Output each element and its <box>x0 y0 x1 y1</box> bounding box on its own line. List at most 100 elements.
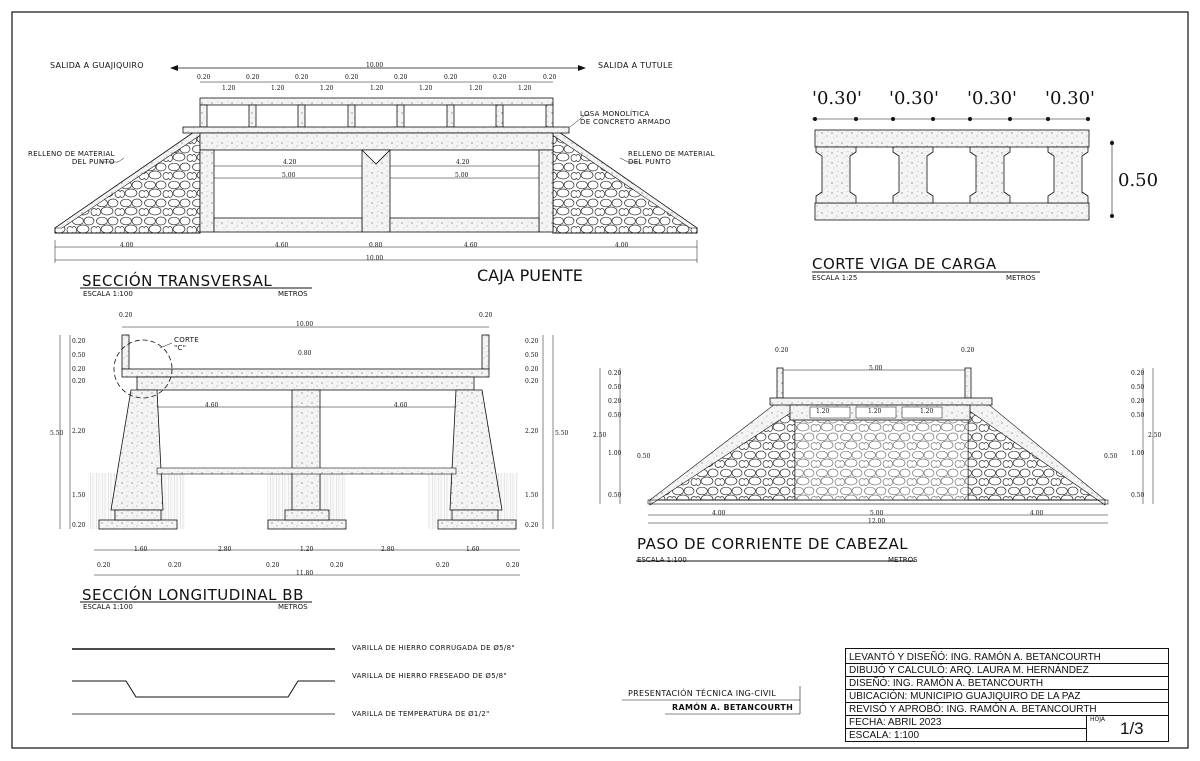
title-block: LEVANTÓ Y DISEÑÓ: ING. RAMÓN A. BETANCOU… <box>845 648 1169 742</box>
cab-dim-top: 5.00 <box>869 365 883 372</box>
cab-bot-2: 5.00 <box>870 510 884 517</box>
dim-rail-5: 0.20 <box>394 74 408 81</box>
cab-left-d1: 0.20 <box>608 370 622 377</box>
long-right-d5: 2.20 <box>525 428 539 435</box>
long-left-d6: 1.50 <box>72 492 86 499</box>
dim-rail-3: 0.20 <box>295 74 309 81</box>
cab-dim-cell-2: 1.20 <box>868 408 882 415</box>
presentation-line1: PRESENTACIÓN TÉCNICA ING-CIVIL <box>628 689 777 698</box>
long-right-d7: 0.20 <box>525 522 539 529</box>
long-bot-1: 1.60 <box>134 546 148 553</box>
cab-left-d7: 0.50 <box>637 453 651 460</box>
legend-lines <box>72 648 335 715</box>
presentation-line2: RAMÓN A. BETANCOURTH <box>672 703 794 712</box>
long-bot-d: 0.20 <box>330 562 344 569</box>
dim-bottom-2: 4.60 <box>275 242 289 249</box>
dim-inner-2: 4.20 <box>456 159 470 166</box>
corte-viga-drawing <box>812 117 1114 273</box>
tb-ubicacion: UBICACIÓN: MUNICIPIO GUAJIQUIRO DE LA PA… <box>846 690 1168 703</box>
transversal-scale: ESCALA 1:100 <box>83 290 133 298</box>
cab-dim-rail-r: 0.20 <box>961 347 975 354</box>
cab-right-d5: 1.00 <box>1131 450 1145 457</box>
cab-left-d4: 0.50 <box>608 412 622 419</box>
viga-scale: ESCALA 1:25 <box>812 274 858 282</box>
cabezal-scale: ESCALA 1:100 <box>637 556 687 564</box>
long-dim-rail-r: 0.20 <box>479 312 493 319</box>
dim-bottom-total: 10.00 <box>366 255 384 262</box>
cab-left-d2: 0.50 <box>608 384 622 391</box>
long-bot-f: 0.20 <box>506 562 520 569</box>
dim-bottom-3: 0.80 <box>369 242 383 249</box>
dim-rail-4: 0.20 <box>345 74 359 81</box>
dim-rail-6: 0.20 <box>444 74 458 81</box>
exit-right-label: SALIDA A TUTULE <box>598 61 674 70</box>
fill-left-label: RELLENO DE MATERIAL DEL PUNTO <box>28 150 115 166</box>
cabezal-drawing <box>599 367 1154 562</box>
dim-rail-1: 0.20 <box>197 74 211 81</box>
tb-hoja: 1/3 <box>1120 719 1144 738</box>
long-dim-span-1: 4.60 <box>205 402 219 409</box>
dim-gap-6: 1.20 <box>469 85 483 92</box>
long-left-d5: 2.20 <box>72 428 86 435</box>
cab-right-d4: 0.50 <box>1131 412 1145 419</box>
dim-rail-8: 0.20 <box>543 74 557 81</box>
tb-escala: ESCALA: 1:100 <box>849 730 920 741</box>
dim-gap-5: 1.20 <box>419 85 433 92</box>
tb-levanto: LEVANTÓ Y DISEÑÓ: ING. RAMÓN A. BETANCOU… <box>846 651 1168 664</box>
long-left-d3: 0.20 <box>72 366 86 373</box>
long-dim-pier: 0.80 <box>298 350 312 357</box>
cab-bot-1: 4.00 <box>712 510 726 517</box>
cab-left-d6: 0.50 <box>608 492 622 499</box>
tb-dibujo: DIBUJÓ Y CALCULÓ: ARQ. LAURA M. HERNÁNDE… <box>846 664 1168 677</box>
tb-fecha: FECHA: ABRIL 2023 <box>846 716 1086 729</box>
dim-outer-1: 5.00 <box>282 172 296 179</box>
long-bot-total: 11.80 <box>296 570 314 577</box>
cab-left-d3: 0.20 <box>608 398 622 405</box>
tb-divider <box>1086 716 1087 742</box>
viga-title: CORTE VIGA DE CARGA <box>812 255 997 273</box>
corte-c-label: CORTE "C" <box>174 336 199 352</box>
viga-units: METROS <box>1006 274 1036 282</box>
long-bot-2: 2.80 <box>218 546 232 553</box>
cab-right-d3: 0.20 <box>1131 398 1145 405</box>
dim-rail-2: 0.20 <box>246 74 260 81</box>
cab-bot-3: 4.00 <box>1030 510 1044 517</box>
long-right-total: 5.50 <box>555 430 569 437</box>
cabezal-title: PASO DE CORRIENTE DE CABEZAL <box>637 535 909 553</box>
long-left-d7: 0.20 <box>72 522 86 529</box>
dim-inner-1: 4.20 <box>283 159 297 166</box>
cab-left-total: 2.50 <box>593 432 607 439</box>
fill-right-label: RELLENO DE MATERIAL DEL PUNTO <box>628 150 715 166</box>
longitudinal-units: METROS <box>278 603 308 611</box>
seccion-longitudinal-drawing <box>59 326 554 603</box>
dim-gap-3: 1.20 <box>320 85 334 92</box>
seccion-transversal-drawing <box>54 65 698 289</box>
long-left-total: 5.50 <box>50 430 64 437</box>
long-bot-c: 0.20 <box>266 562 280 569</box>
caja-puente-label: CAJA PUENTE <box>477 266 583 285</box>
cab-right-d2: 0.50 <box>1131 384 1145 391</box>
long-left-d1: 0.20 <box>72 338 86 345</box>
tb-hoja-label: HOJA <box>1090 716 1106 723</box>
dim-bottom-5: 4.00 <box>615 242 629 249</box>
long-right-d2: 0.50 <box>525 352 539 359</box>
cab-dim-rail-l: 0.20 <box>775 347 789 354</box>
long-right-d6: 1.50 <box>525 492 539 499</box>
legend-temperature-label: VARILLA DE TEMPERATURA DE Ø1/2" <box>352 710 490 718</box>
cabezal-units: METROS <box>888 556 918 564</box>
slab-label: LOSA MONOLÍTICA DE CONCRETO ARMADO <box>580 110 671 126</box>
long-dim-total: 10.00 <box>296 321 314 328</box>
legend-bent-label: VARILLA DE HIERRO FRESEADO DE Ø5/8" <box>352 672 507 680</box>
viga-dim-3: '0.30' <box>967 88 1017 109</box>
exit-left-label: SALIDA A GUAJIQUIRO <box>50 61 144 70</box>
long-dim-span-2: 4.60 <box>394 402 408 409</box>
cab-bot-total: 12.00 <box>868 518 886 525</box>
legend-corrugated-label: VARILLA DE HIERRO CORRUGADA DE Ø5/8" <box>352 644 515 652</box>
dim-gap-1: 1.20 <box>222 85 236 92</box>
cab-right-total: 2.50 <box>1148 432 1162 439</box>
long-bot-5: 1.60 <box>466 546 480 553</box>
transversal-title: SECCIÓN TRANSVERSAL <box>82 272 273 290</box>
tb-reviso: REVISÓ Y APROBÓ: ING. RAMÓN A. BETANCOUR… <box>846 703 1168 716</box>
dim-outer-2: 5.00 <box>455 172 469 179</box>
